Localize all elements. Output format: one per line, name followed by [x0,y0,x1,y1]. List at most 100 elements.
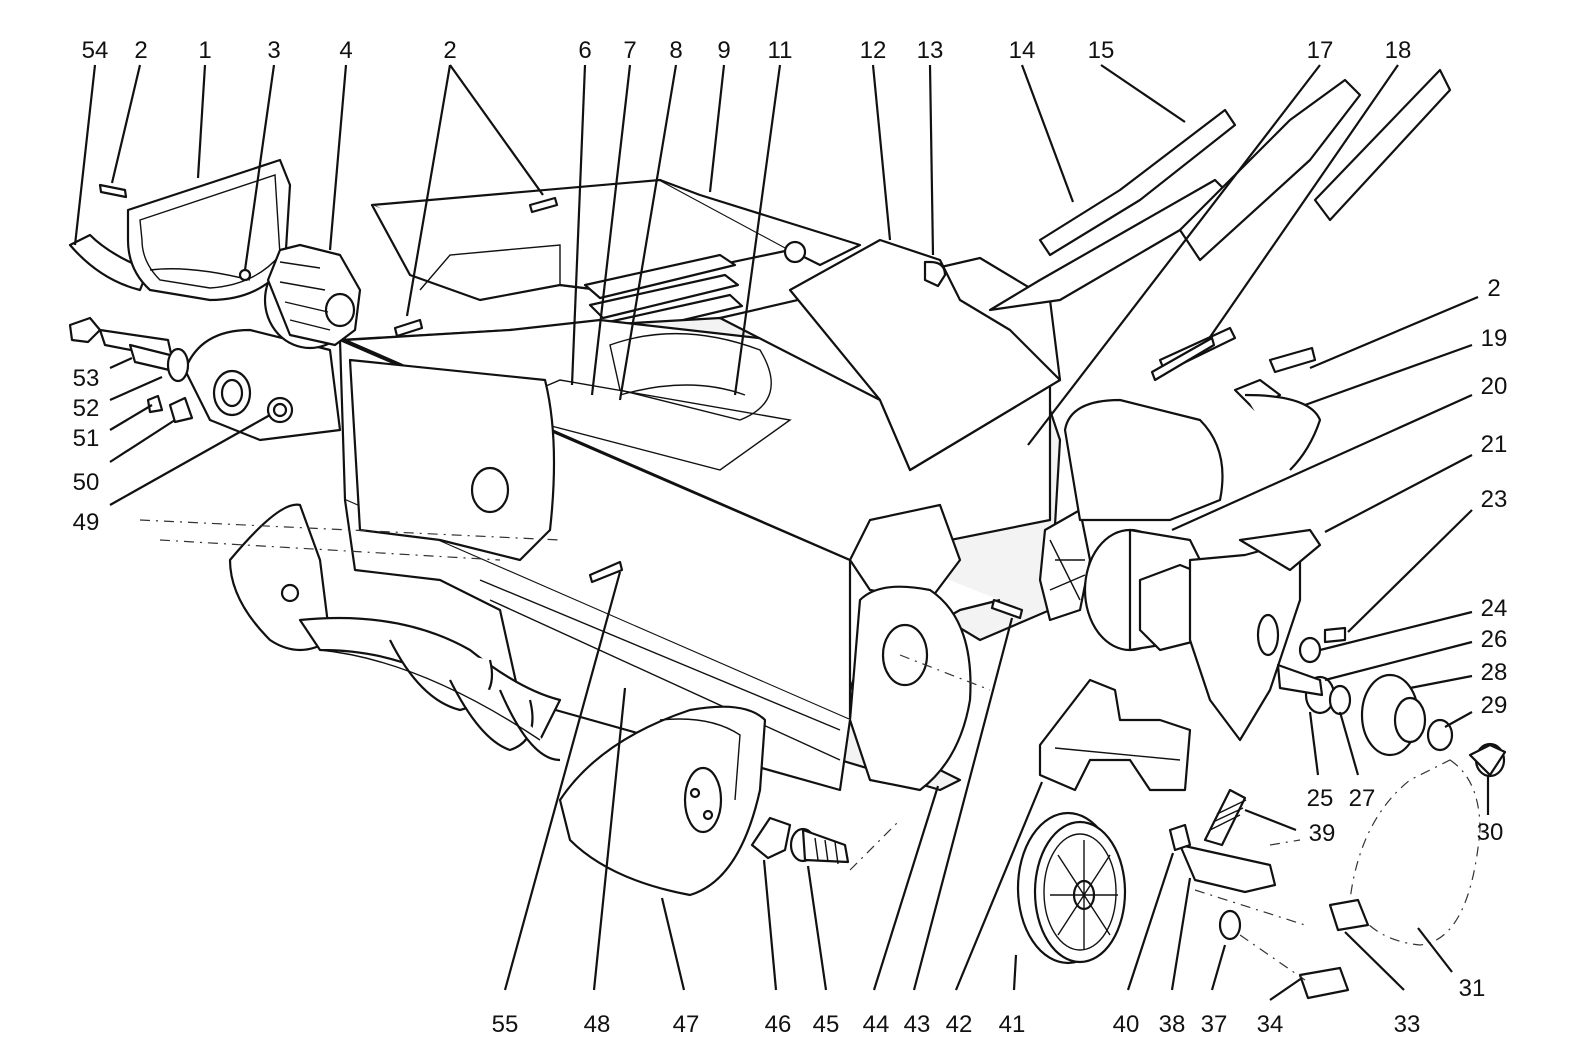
leader-31 [1417,927,1453,973]
gearcase [1038,508,1322,742]
leader-15 [1100,64,1186,123]
leader-24 [1319,610,1473,652]
callout-15: 15 [1088,37,1115,64]
callouts: 54 2 1 3 4 2 6 7 8 9 11 12 13 14 15 17 [73,37,1508,1038]
callout-2b: 2 [443,37,456,64]
leader-54 [73,64,97,246]
pulley [1016,811,1127,965]
leader-26 [1324,640,1473,682]
callout-44: 44 [863,1011,890,1038]
leader-2b-2 [405,64,452,317]
callout-37: 37 [1201,1011,1228,1038]
leader-3 [243,64,276,271]
leader-14 [1020,64,1075,203]
callout-49: 49 [73,509,100,536]
callout-43: 43 [904,1011,931,1038]
callout-21: 21 [1481,431,1508,458]
chute-and-handle [923,68,1452,522]
leader-27 [1338,711,1360,776]
leader-42 [954,781,1044,991]
callout-29: 29 [1481,692,1508,719]
callout-47: 47 [673,1011,700,1038]
callout-38: 38 [1159,1011,1186,1038]
leader-9 [708,64,726,193]
leader-2c [1309,295,1479,370]
leader-45 [806,865,828,991]
leader-46 [762,859,778,991]
leader-34 [1269,977,1303,1001]
auger [228,503,562,762]
callout-33: 33 [1394,1011,1421,1038]
callout-20: 20 [1481,373,1508,400]
callout-2c: 2 [1487,275,1500,302]
left-side-plate [68,316,342,442]
assembly-lines [139,519,1306,981]
leader-52 [109,375,163,402]
callout-13: 13 [917,37,944,64]
impeller [263,243,362,350]
leader-25 [1308,711,1320,776]
leader-43 [912,617,1014,991]
callout-55: 55 [492,1011,519,1038]
callout-52: 52 [73,395,100,422]
leader-40 [1126,852,1175,991]
callout-51: 51 [73,425,100,452]
callout-12: 12 [860,37,887,64]
leader-48 [592,687,627,991]
leader-2a [110,64,142,184]
callout-45: 45 [813,1011,840,1038]
leader-39 [1244,808,1297,832]
callout-4: 4 [339,37,352,64]
callout-46: 46 [765,1011,792,1038]
callout-25: 25 [1307,785,1334,812]
callout-48: 48 [584,1011,611,1038]
leader-44 [872,785,940,991]
callout-3: 3 [267,37,280,64]
leader-12 [871,64,892,241]
callout-42: 42 [946,1011,973,1038]
leader-23 [1347,509,1473,633]
leader-7 [590,64,632,396]
callout-6: 6 [578,37,591,64]
callout-24: 24 [1481,595,1508,622]
leader-55 [503,571,622,991]
leader-47 [660,897,686,991]
callout-9: 9 [717,37,730,64]
belt-cover [68,158,292,302]
leader-28 [1409,674,1473,690]
callout-41: 41 [999,1011,1026,1038]
callout-28: 28 [1481,659,1508,686]
callout-40: 40 [1113,1011,1140,1038]
leader-11 [733,64,782,396]
leader-21 [1324,454,1473,533]
drawing [68,68,1507,1000]
callout-54: 54 [82,37,109,64]
callout-17: 17 [1307,37,1334,64]
callout-19: 19 [1481,325,1508,352]
leader-41 [1012,954,1018,991]
callout-53: 53 [73,365,100,392]
callout-31: 31 [1459,975,1486,1002]
callout-14: 14 [1009,37,1036,64]
bearing-assembly [750,816,850,865]
callout-34: 34 [1257,1011,1284,1038]
leader-1 [196,64,207,179]
leader-29 [1444,711,1473,728]
leader-53 [109,356,133,370]
leader-33 [1344,931,1405,991]
leader-17 [1027,64,1321,446]
leader-38 [1170,877,1192,991]
leader-20 [1171,393,1473,532]
leader-49 [109,414,271,506]
callout-8: 8 [669,37,682,64]
belt-guide [1038,678,1192,792]
callout-2a: 2 [134,37,147,64]
belt-and-idler [1168,626,1507,1000]
auger-flight-right [558,705,767,897]
callout-30: 30 [1477,819,1504,846]
leader-19 [1304,343,1473,407]
callout-11: 11 [768,37,793,64]
leader-2b-1 [449,64,544,196]
callout-1: 1 [198,37,211,64]
